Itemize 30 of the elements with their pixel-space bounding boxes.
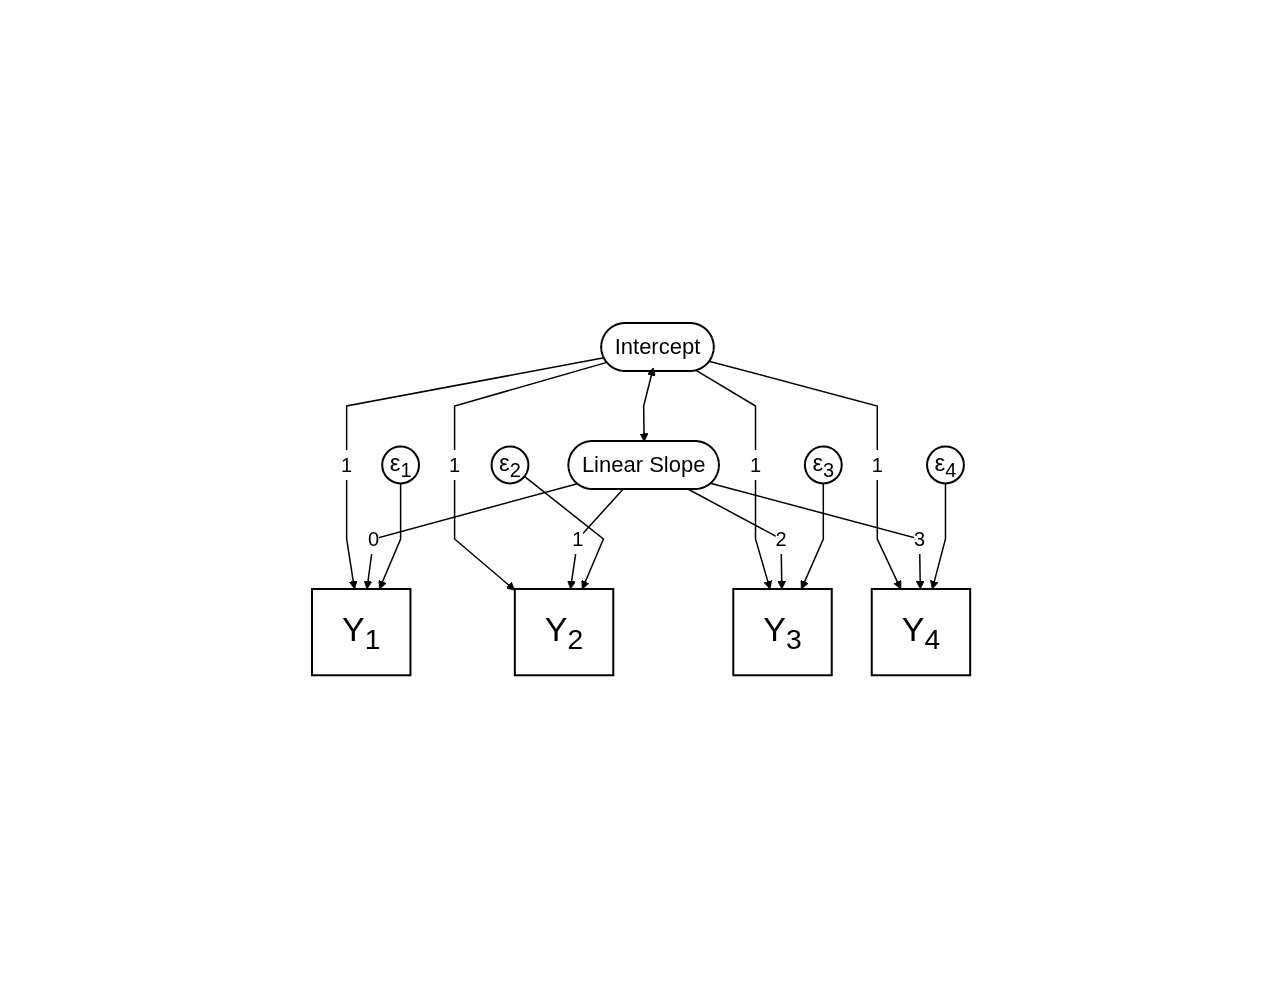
node-text: Intercept [615, 334, 701, 360]
arrow [346, 357, 606, 590]
node-circle: ε$_{4}$ [926, 445, 966, 485]
edge-label: 1 [341, 454, 353, 477]
arrow [378, 483, 402, 590]
node-circle: ε$_{3}$ [804, 445, 844, 485]
edge-label: 3 [914, 528, 926, 551]
arrow [640, 367, 657, 443]
node-circle: ε$_{2}$ [491, 445, 530, 485]
arrow [710, 483, 925, 590]
edge-label: 2 [775, 528, 788, 551]
node-text: Linear Slope [582, 452, 706, 478]
arrow [524, 476, 605, 590]
arrow [567, 489, 624, 590]
arrow [930, 483, 947, 590]
arrow [709, 361, 902, 590]
edge-label: 1 [750, 454, 762, 477]
node-box: Y$_{2}$ [514, 588, 615, 677]
node-box: Y$_{3}$ [732, 588, 834, 677]
arrow [696, 370, 773, 590]
edge-label: 1 [872, 454, 884, 477]
arrow [454, 362, 608, 591]
node-circle: ε$_{1}$ [381, 445, 421, 485]
edge-label: 1 [572, 528, 584, 551]
arrow [364, 483, 579, 590]
edge-label: 1 [449, 454, 461, 477]
node-box: Y$_{4}$ [871, 588, 972, 677]
arrow [800, 483, 825, 590]
edge-label: 0 [368, 528, 380, 551]
node-box: Y$_{1}$ [311, 588, 412, 677]
